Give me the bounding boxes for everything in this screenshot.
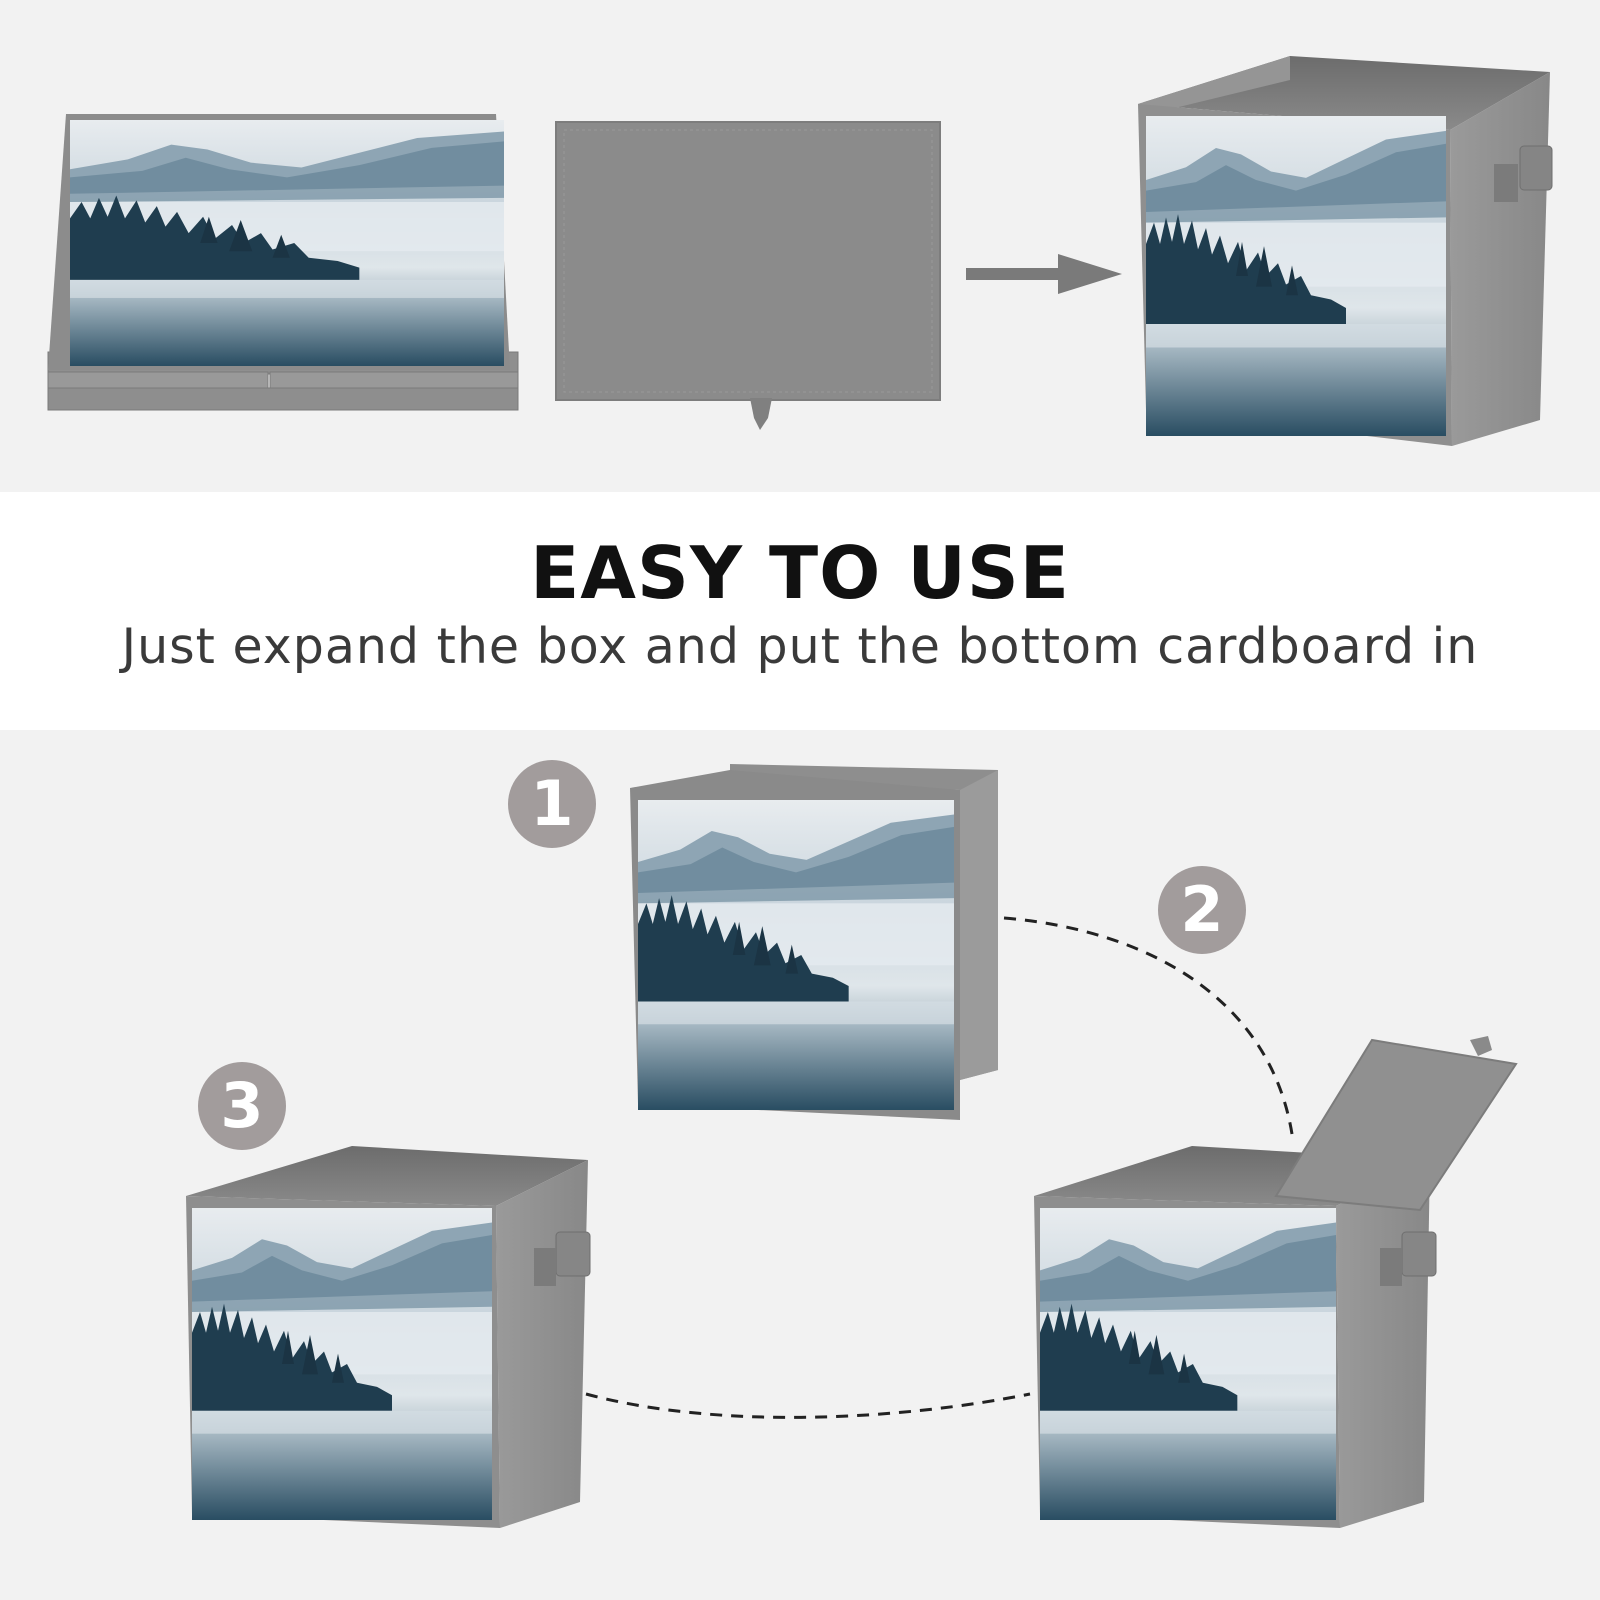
cardboard-base — [555, 121, 941, 430]
arrow-right-icon — [966, 254, 1122, 294]
step1-box — [630, 764, 998, 1120]
dashed-curve — [1003, 916, 1294, 1135]
page-subtitle: Just expand the box and put the bottom c… — [121, 618, 1479, 675]
page-title: EASY TO USE — [530, 531, 1070, 615]
step2-box — [1034, 1036, 1518, 1528]
title-section-background — [0, 492, 1600, 730]
folded-box — [47, 114, 519, 411]
dashed-curve — [585, 1392, 1031, 1419]
step-badge-2: 2 — [1158, 866, 1246, 954]
assembled-box-top — [1138, 56, 1553, 446]
step-badge-3: 3 — [198, 1062, 286, 1150]
step-badge-1: 1 — [508, 760, 596, 848]
step3-box — [186, 1146, 591, 1528]
